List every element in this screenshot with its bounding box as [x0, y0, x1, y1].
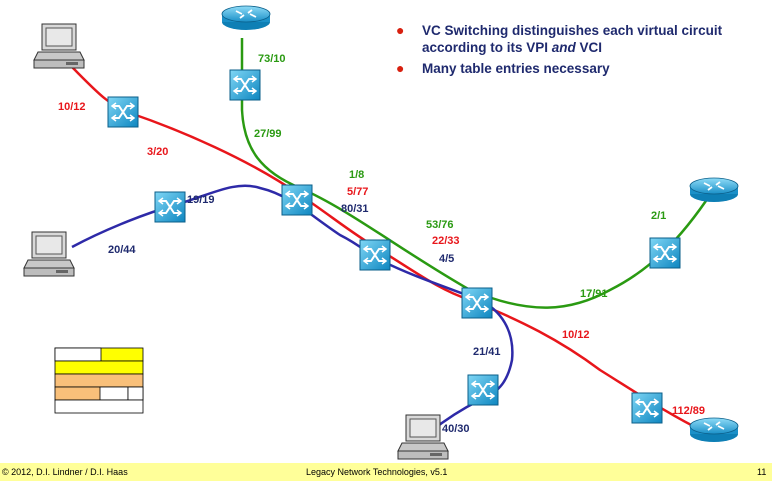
footer-copyright: © 2012, D.I. Lindner / D.I. Haas [2, 467, 128, 477]
bullet-text: VC Switching distinguishes each virtual … [422, 23, 723, 55]
vc-label-blue: 19/19 [187, 194, 215, 206]
vc-label-green: 2/1 [651, 210, 666, 222]
atm-switch-icon [631, 392, 663, 424]
atm-switch-icon [229, 69, 261, 101]
page-number: 11 [757, 467, 767, 477]
vc-label-red: 10/12 [562, 329, 590, 341]
vc-label-red: 22/33 [432, 235, 460, 247]
atm-switch-icon [467, 374, 499, 406]
pc-icon [33, 23, 85, 69]
bullet-dot-icon: ● [396, 22, 405, 38]
vc-label-red: 5/77 [347, 186, 368, 198]
atm-switch-icon [359, 239, 391, 271]
vc-label-blue: 40/30 [442, 423, 470, 435]
bullet-item: ● VC Switching distinguishes each virtua… [392, 22, 772, 56]
vc-label-green: 73/10 [258, 53, 286, 65]
router-icon [689, 417, 739, 443]
router-icon [221, 5, 271, 31]
vc-label-green: 53/76 [426, 219, 454, 231]
pc-icon [397, 414, 449, 460]
vc-label-red: 3/20 [147, 146, 168, 158]
vc-label-blue: 21/41 [473, 346, 501, 358]
vc-label-blue: 20/44 [108, 244, 136, 256]
vc-label-green: 1/8 [349, 169, 364, 181]
footer-bar: © 2012, D.I. Lindner / D.I. Haas Legacy … [0, 463, 772, 481]
atm-switch-icon [154, 191, 186, 223]
pc-icon [23, 231, 75, 277]
vc-label-green: 27/99 [254, 128, 282, 140]
bullet-text-tail: VCI [575, 40, 603, 55]
atm-switch-icon [461, 287, 493, 319]
atm-switch-icon [107, 96, 139, 128]
vc-label-red: 112/89 [672, 405, 705, 417]
bullet-list: ● VC Switching distinguishes each virtua… [392, 22, 772, 81]
bullet-dot-icon: ● [396, 60, 405, 76]
atm-switch-icon [649, 237, 681, 269]
vc-label-red: 10/12 [58, 101, 86, 113]
router-icon [689, 177, 739, 203]
cell-header-table [54, 347, 144, 414]
bullet-text: Many table entries necessary [422, 61, 610, 76]
footer-title: Legacy Network Technologies, v5.1 [306, 467, 448, 477]
atm-switch-icon [281, 184, 313, 216]
bullet-emphasis: and [551, 40, 576, 55]
bullet-item: ● Many table entries necessary [392, 60, 772, 77]
vc-label-blue: 80/31 [341, 203, 369, 215]
vc-label-blue: 4/5 [439, 253, 454, 265]
vc-label-green: 17/91 [580, 288, 608, 300]
